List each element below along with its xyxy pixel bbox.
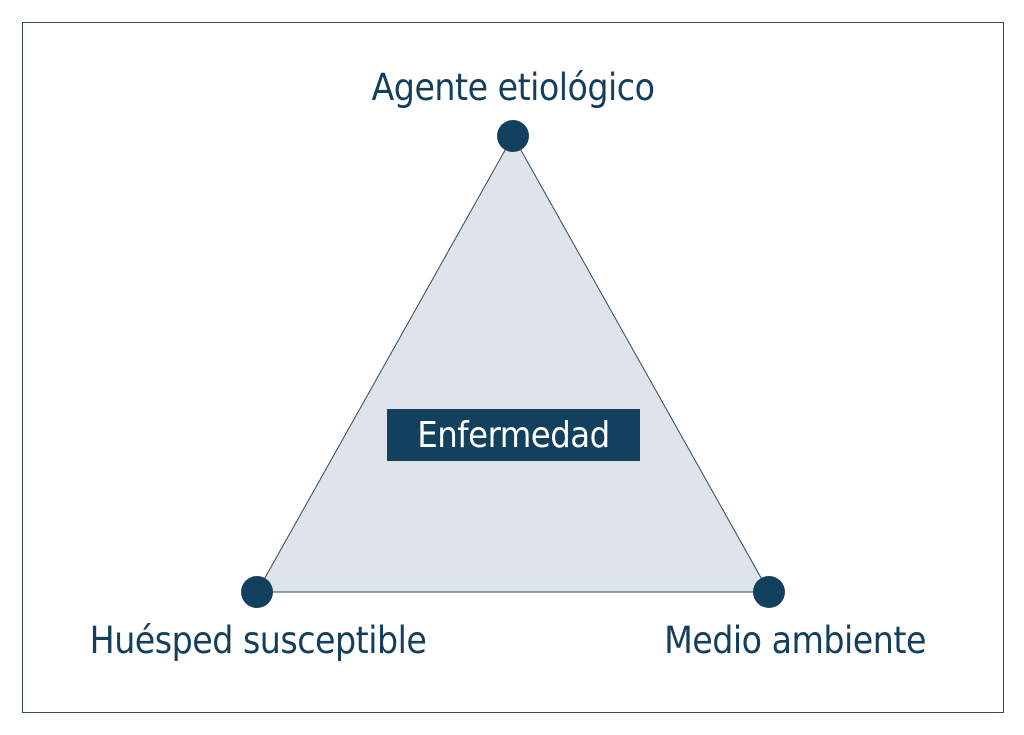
- vertex-dot-right: [753, 576, 785, 608]
- label-huesped: Huésped susceptible: [89, 619, 427, 662]
- vertex-dot-top: [497, 120, 529, 152]
- center-label-box: Enfermedad: [387, 409, 640, 461]
- center-label: Enfermedad: [417, 414, 610, 456]
- triangle: [256, 134, 770, 593]
- label-agente: Agente etiológico: [371, 66, 655, 109]
- label-medio: Medio ambiente: [664, 619, 926, 662]
- vertex-dot-left: [241, 576, 273, 608]
- diagram-frame: [22, 22, 1004, 713]
